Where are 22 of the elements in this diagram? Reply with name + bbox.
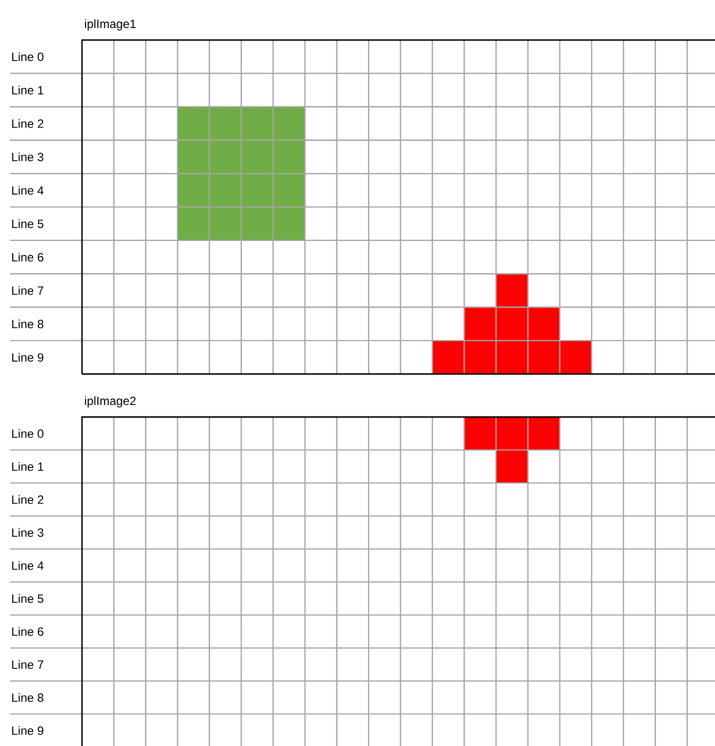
row-label: Line 2 [12,119,44,128]
grid-title: iplImage2 [85,396,136,408]
row-label: Line 9 [12,726,44,735]
row-label: Line 0 [12,429,44,438]
row-label: Line 1 [12,462,44,471]
row-label: Line 4 [12,186,44,195]
row-label: Line 2 [12,495,44,504]
row-label: Line 8 [12,320,44,328]
row-label: Line 8 [12,693,44,702]
row-label: Line 6 [12,627,44,636]
row-label: Line 9 [12,352,44,362]
grid-title: iplImage1 [85,19,136,30]
row-label: Line 7 [12,286,44,295]
row-label: Line 6 [12,252,44,262]
row-label: Line 5 [12,219,44,228]
row-label: Line 7 [12,660,44,669]
row-label: Line 0 [12,52,44,62]
row-label: Line 3 [12,152,44,162]
row-label: Line 3 [12,528,44,537]
row-label: Line 1 [12,86,44,94]
row-label: Line 4 [12,561,44,570]
row-label: Line 5 [12,594,44,603]
